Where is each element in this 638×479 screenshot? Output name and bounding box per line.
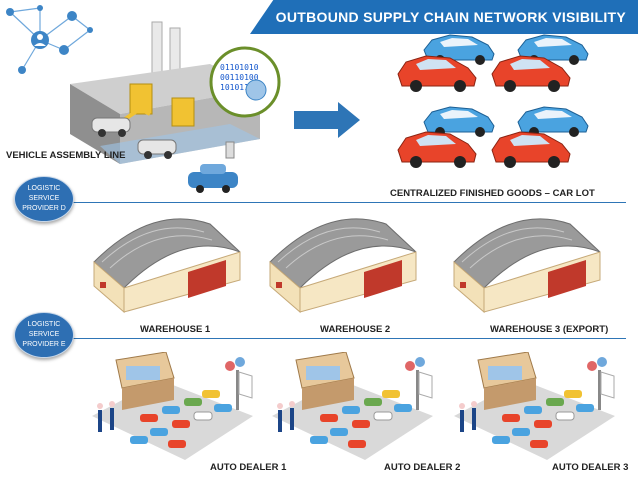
warehouse-1-illustration [93, 218, 241, 314]
dealer-2-illustration [272, 352, 433, 460]
dealer-1-label: AUTO DEALER 1 [210, 462, 287, 473]
dealer-1-illustration [92, 352, 253, 460]
car-lot-label: CENTRALIZED FINISHED GOODS – CAR LOT [390, 188, 595, 199]
divider-lsp-e [40, 338, 626, 339]
binary-text: 01101010 [220, 63, 259, 72]
network-icon [6, 5, 93, 74]
page-title: OUTBOUND SUPPLY CHAIN NETWORK VISIBILITY [275, 9, 626, 25]
title-banner [250, 0, 638, 34]
warehouse-2-label: WAREHOUSE 2 [320, 324, 391, 335]
flow-arrow [294, 102, 360, 138]
warehouse-1-label: WAREHOUSE 1 [140, 324, 211, 335]
divider-lsp-d [40, 202, 626, 203]
svg-text:10101101: 10101101 [220, 83, 259, 92]
svg-text:00110100: 00110100 [220, 73, 259, 82]
warehouse-3-illustration [453, 218, 601, 314]
factory-illustration: 01101010 00110100 10101101 [70, 21, 281, 193]
dealer-2-label: AUTO DEALER 2 [384, 462, 461, 473]
lsp-d-bubble: LOGISTIC SERVICE PROVIDER D [14, 176, 74, 222]
warehouse-3-label: WAREHOUSE 3 (EXPORT) [490, 324, 609, 335]
assembly-line-label: VEHICLE ASSEMBLY LINE [6, 150, 126, 161]
warehouse-2-illustration [269, 218, 417, 314]
dealer-3-label: AUTO DEALER 3 [552, 462, 629, 473]
dealer-3-illustration [454, 352, 615, 460]
lsp-e-bubble: LOGISTIC SERVICE PROVIDER E [14, 312, 74, 358]
car-lot-illustration [397, 34, 589, 169]
